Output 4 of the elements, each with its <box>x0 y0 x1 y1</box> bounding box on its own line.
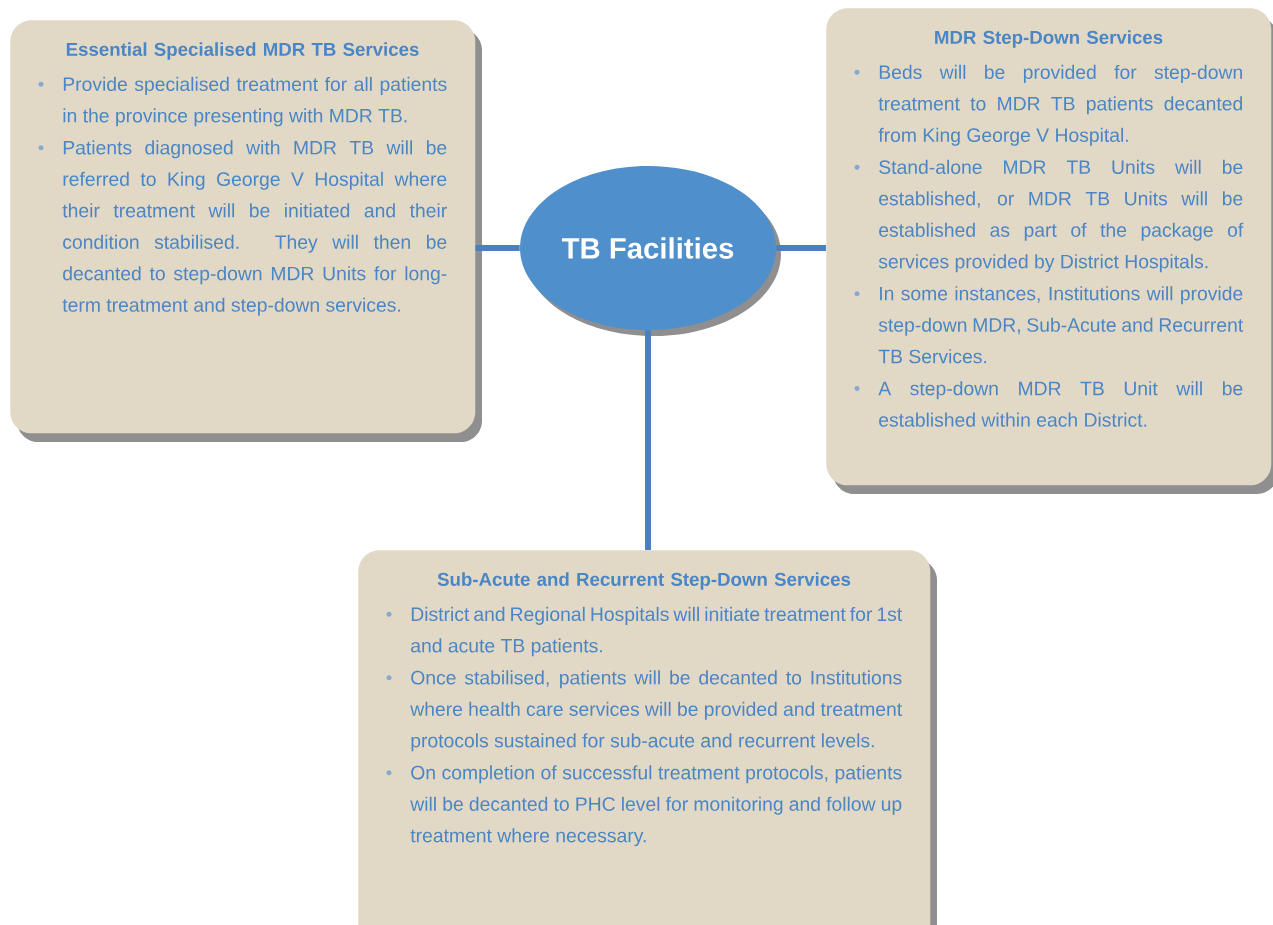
connector-line <box>475 245 520 251</box>
text-box: Sub-Acute and Recurrent Step-Down Services District and Regional Hospitals will initiate treatment for 1st and acute TB patients. Once stabilised, patients will be decanted to Institutions where health care services will be provided and treatment protocols sustained for sub-acute and recurrent levels. On completion of successful treatment protocols, patients will be decanted to PHC level for monitoring and follow up treatment where necessary. <box>358 550 937 925</box>
text-box: MDR Step-Down Services Beds will be provided for step-down treatment to MDR TB patients decanted from King George V Hospital. Stand-alone MDR TB Units will be established, or MDR TB Units will be established as part of the package of services provided by District Hospitals. In some instances, Institutions will provide step-down MDR, Sub-Acute and Recurrent TB Services. A step-down MDR TB Unit will be established within each District. <box>826 8 1273 494</box>
text-box: Essential Specialised MDR TB Services Provide specialised treatment for all patients in the province presenting with MDR TB. Patients diagnosed with MDR TB will be referred to King George V Hospital where their treatment will be initiated and their condition stabilised. They will then be decanted to step-down MDR Units for long-term treatment and step-down services. <box>10 20 482 442</box>
